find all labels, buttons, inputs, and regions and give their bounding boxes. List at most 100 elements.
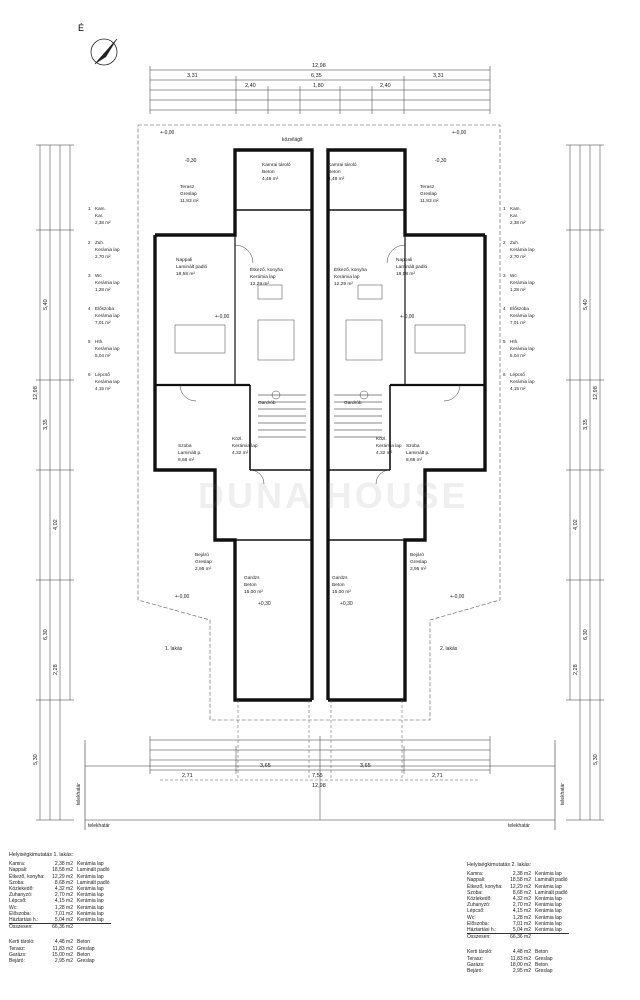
room-name: Szoba	[178, 443, 192, 449]
room-floor: Kerámia lap	[232, 443, 258, 449]
side-room-name: Zuh.	[510, 240, 519, 245]
side-room-area: 2,38 m²	[510, 220, 526, 225]
side-room-no: 2	[88, 240, 91, 245]
schedule-room: Közlekedő:	[9, 886, 34, 893]
side-room-floor: Kerámia lap	[510, 313, 535, 318]
side-dimension-lines	[36, 144, 604, 821]
schedule-area: 7,01 m2	[512, 920, 531, 927]
schedule-room: Bejáró:	[467, 968, 483, 975]
schedule-area: 12,29 m2	[52, 873, 73, 880]
side-room-area: 2,70 m²	[95, 254, 111, 259]
room-area: 15,00 m²	[244, 589, 263, 595]
rooms-left: Kamrai tároló Beton 4,48 m² Terasz Gresl…	[176, 162, 291, 595]
side-room-floor: Kerámia lap	[510, 346, 535, 351]
dim-top-4: 2,40	[245, 83, 256, 89]
room-name: Étkező, konyha	[250, 266, 283, 273]
dim-bottom-3: 2,71	[432, 773, 443, 779]
building-walls	[153, 148, 487, 702]
schedule-row: Zuhanyzó: 2,70 m2 Kerámia lap	[9, 892, 111, 898]
room-name: Nappali	[396, 257, 412, 263]
schedule-floor: Greslap	[535, 955, 553, 962]
side-room-no: 4	[88, 306, 91, 311]
schedule-floor: Kerámia lap	[77, 892, 104, 899]
room-floor: Laminált p.	[178, 450, 201, 456]
side-room-area: 4,15 m²	[95, 386, 111, 391]
dim-right-3: 6,30	[583, 629, 589, 640]
schedule-room: Háztartási h.:	[467, 927, 497, 934]
side-room-name: Wc	[95, 273, 102, 278]
dim-right-6: 4,02	[573, 519, 579, 530]
dim-top-total: 12,98	[312, 63, 326, 69]
schedule-area: 8,68 m2	[512, 889, 531, 896]
room-name: Nappali	[176, 257, 192, 263]
side-room-area: 1,28 m²	[95, 287, 111, 292]
side-room-floor: Kar.	[95, 213, 103, 218]
dim-left-2: 3,35	[43, 419, 49, 430]
schedule-room: Kamra:	[9, 861, 26, 868]
dim-bottom-2: 7,55	[312, 773, 323, 779]
schedule-area: 1,28 m2	[54, 904, 73, 911]
side-rooms-left: 1 Kam. Kar. 2,38 m² 2 Zuh. Kerámia lap 2…	[88, 206, 120, 391]
bottom-dimension-lines	[85, 736, 555, 820]
dim-top-5: 1,80	[313, 83, 324, 89]
room-floor: Laminált p.	[406, 450, 429, 456]
schedule-floor: Kerámia lap	[535, 927, 562, 934]
schedule-room: Előszoba:	[9, 910, 31, 917]
side-room-floor: Kerámia lap	[95, 280, 120, 285]
schedule-floor: Greslap	[77, 945, 95, 952]
schedule-room: Wc:	[467, 914, 476, 921]
schedule-room: Nappali:	[467, 877, 486, 884]
dim-right-total: 12,98	[593, 386, 599, 400]
room-floor: Laminált padló	[176, 264, 208, 270]
level-marks: +-0,00 +-0,00 -0,30 -0,30 +-0,00 +-0,00 …	[160, 130, 467, 607]
schedule-room: Nappali:	[9, 867, 28, 874]
sidewalk-label: közvilágit	[282, 137, 303, 143]
side-room-no: 1	[88, 206, 91, 211]
top-dimension-lines	[149, 66, 491, 114]
schedule-room: Terasz:	[467, 955, 484, 962]
dim-right-4: 5,30	[593, 754, 599, 765]
room-floor: Greslap	[195, 559, 212, 565]
dim-bottom-5: 3,65	[360, 763, 371, 769]
side-room-no: 1	[503, 206, 506, 211]
room-floor: Beton	[328, 169, 341, 175]
room-floor: Laminált padló	[396, 264, 428, 270]
room-schedule-unit1: Helyiségkimutatás 1. lakás:Kamra:2,38 m2…	[9, 852, 111, 964]
dim-bottom-total: 12,98	[312, 783, 326, 789]
side-room-area: 2,38 m²	[95, 220, 111, 225]
side-room-floor: Kerámia lap	[510, 247, 535, 252]
schedule-floor: Beton	[535, 949, 549, 956]
schedule-area: 2,70 m2	[54, 892, 73, 899]
schedule-area: 18,58 m2	[510, 877, 531, 884]
room-area: 11,83 m²	[420, 198, 439, 204]
side-room-name: Előszoba	[95, 306, 114, 311]
room-floor: Beton	[332, 582, 345, 588]
dim-bottom-1: 2,71	[182, 773, 193, 779]
room-name: Gardrób	[258, 400, 276, 406]
schedule-floor: Laminált padló	[77, 879, 110, 886]
level-gardzs-right: +0,30	[340, 601, 353, 607]
schedule-room: Közlekedő:	[467, 896, 492, 903]
level-living-left: +-0,00	[215, 314, 230, 320]
room-floor: Kerámia lap	[334, 274, 360, 280]
schedule-room: Zuhanyzó:	[9, 892, 33, 899]
room-name: Terasz	[180, 184, 195, 190]
side-room-name: Lépcső	[95, 372, 110, 377]
schedule-area: 4,32 m2	[512, 896, 531, 903]
schedule-room: Kamra:	[467, 871, 484, 878]
room-name: Közl.	[376, 436, 387, 442]
top-dimension-labels: 12,98 3,31 6,35 3,31 2,40 1,80 2,40	[187, 63, 444, 89]
schedule-area: 15,00 m2	[52, 951, 73, 958]
schedule-room: Kerti tároló:	[467, 949, 493, 956]
schedule-area: 4,15 m2	[512, 908, 531, 915]
floor-plan: É 12,98 3,31 6,35 3,31 2,40 1,80 2,40	[33, 23, 604, 830]
